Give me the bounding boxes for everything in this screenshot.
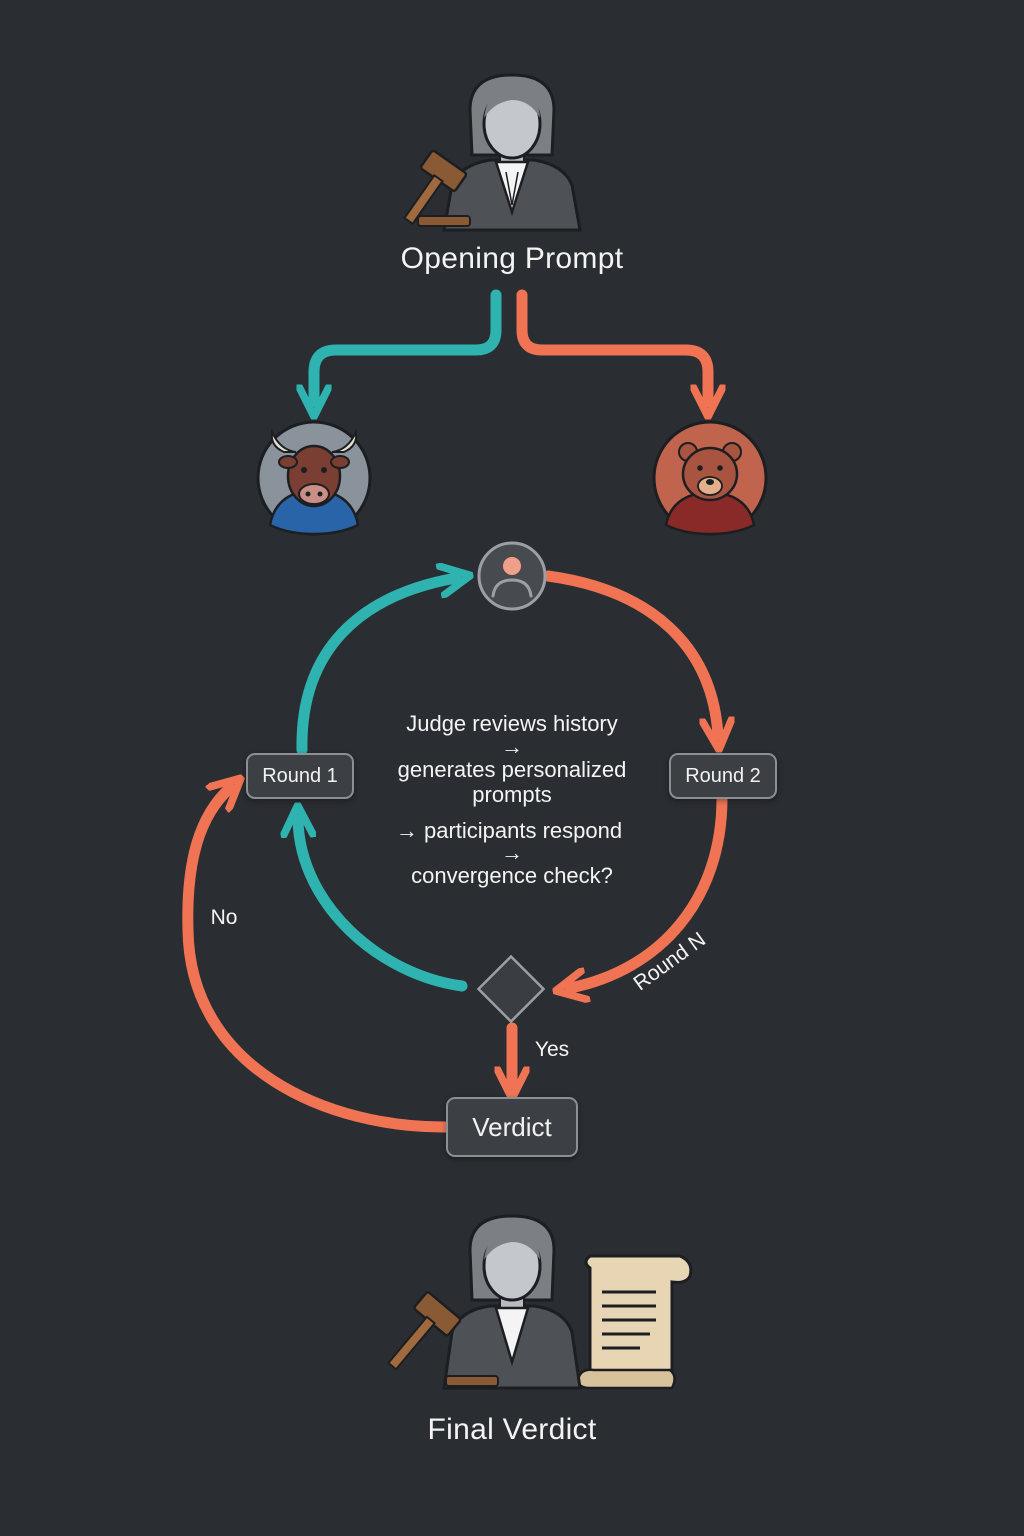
bear-icon: [652, 420, 768, 536]
yes-label: Yes: [534, 1038, 570, 1061]
center-arrow-2: →: [501, 839, 523, 865]
center-line-1: Judge reviews history: [406, 710, 618, 736]
round-2-node: Round 2: [669, 753, 777, 799]
opening-prompt-label: Opening Prompt: [400, 242, 624, 275]
center-line-2: generates personalized: [397, 756, 627, 782]
person-icon: [477, 541, 547, 611]
arrow-verdict-loop-to-round1: [182, 788, 452, 1133]
arrow-opening-to-bull: [314, 289, 502, 402]
judge-scroll-icon: [386, 1214, 693, 1390]
arrow-moderator-to-round2: [542, 570, 718, 735]
arrow-round1-to-moderator: [296, 578, 456, 756]
round-1-node: Round 1: [246, 753, 354, 799]
verdict-node: Verdict: [446, 1097, 578, 1157]
center-line-4: → participants respond: [395, 817, 623, 843]
arrow-opening-to-bear: [516, 289, 708, 402]
bull-icon: [256, 420, 372, 536]
center-line-3: prompts: [472, 781, 552, 807]
final-verdict-label: Final Verdict: [427, 1413, 597, 1446]
decision-diamond-icon: [476, 954, 546, 1024]
center-line-5: convergence check?: [411, 862, 613, 888]
no-label: No: [210, 906, 238, 929]
center-arrow-1: →: [501, 733, 523, 759]
judge-gavel-icon: [403, 73, 582, 232]
arrow-round2-to-decision: [570, 792, 728, 988]
arrow-decision-to-round1: [298, 820, 468, 992]
